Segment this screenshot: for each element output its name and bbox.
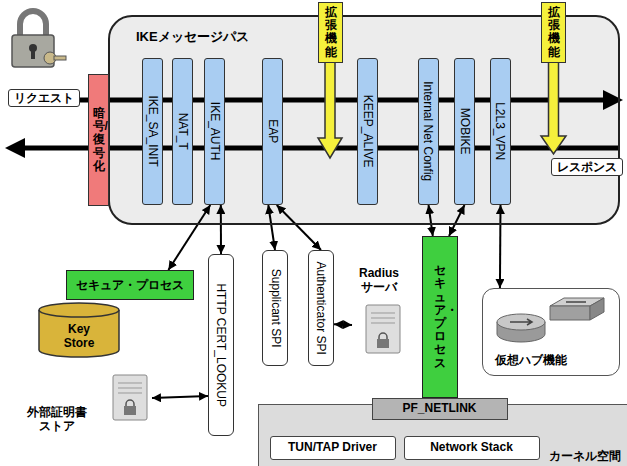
router-icon (497, 314, 545, 342)
bar-label: IKE_AUTH (207, 102, 221, 161)
key-store-cylinder: Key Store (38, 302, 120, 358)
box-label: HTTP CERT_LOOKUP (214, 283, 228, 407)
kernel-space-region: カーネル空間 PF_NETLINK TUN/TAP Driver Network St… (258, 404, 627, 466)
crypto-bar: 暗号/復号化 (88, 74, 109, 206)
process-bar: IKE_SA_INIT (142, 58, 163, 205)
box-label: Authenticator SPI (314, 261, 328, 354)
radius-server: Radius サーバ (352, 266, 406, 358)
connector-arrow (334, 323, 352, 326)
server-icon (113, 375, 147, 420)
lookup-box: HTTP CERT_LOOKUP (208, 254, 234, 436)
connector-arrow (499, 205, 502, 288)
extension-box: 拡張機能 (318, 2, 343, 63)
hub-label: 仮想ハブ機能 (495, 353, 567, 367)
connector-arrow (152, 396, 208, 398)
bar-label: Internal Net Config (421, 81, 435, 181)
process-bar: IKE_AUTH (204, 58, 225, 205)
cert-store-server: 外部証明書ストア (25, 375, 152, 445)
process-label: セキュア・プロセス (76, 278, 184, 292)
request-tag: リクエスト (8, 89, 80, 107)
region-heading: IKEメッセージパス (136, 29, 249, 45)
cylinder-rim (39, 310, 119, 317)
connector-arrow (268, 205, 275, 250)
server-label: Radius サーバ (352, 266, 406, 295)
server-icon (366, 305, 400, 353)
process-bar: KEEP_ALIVE (357, 58, 378, 205)
process-label: セキュア・プロセス (434, 264, 446, 370)
extension-box: 拡張機能 (541, 2, 566, 63)
bar-label: EAP (265, 119, 279, 143)
region-heading: カーネル空間 (549, 449, 621, 463)
connector-arrow (429, 205, 433, 236)
extension-arrow (541, 60, 566, 154)
switch-icon (550, 298, 604, 320)
connector-arrow (168, 205, 210, 270)
secure-process-box: セキュア・プロセス (66, 270, 194, 300)
process-bar: Internal Net Config (418, 58, 439, 205)
response-tag: レスポンス (551, 158, 623, 176)
process-bar: EAP (262, 58, 283, 205)
tag-label: レスポンス (557, 160, 617, 174)
extension-arrow (318, 60, 342, 158)
box-label: PF_NETLINK (402, 401, 476, 415)
box-label: TUN/TAP Driver (288, 440, 377, 454)
bar-label: NAT_T (175, 113, 189, 150)
secure-process-box: セキュア・プロセス (422, 236, 458, 398)
connector-arrow (449, 205, 465, 236)
netlink-box: PF_NETLINK (372, 398, 508, 420)
bar-label: L2L3_VPN (493, 102, 507, 160)
bar-label: MOBIKE (457, 108, 471, 155)
cylinder-body (39, 303, 119, 357)
padlock-icon (12, 11, 66, 67)
connector-arrow (277, 205, 321, 250)
bar-label: IKE_SA_INIT (145, 96, 159, 167)
virtual-hub-box: 仮想ハブ機能 (482, 288, 620, 376)
crypto-label: 暗号/復号化 (93, 107, 105, 173)
driver-box: TUN/TAP Driver (270, 436, 396, 460)
extension-label: 拡張機能 (548, 6, 560, 59)
connector-arrow (220, 205, 222, 254)
process-bar: L2L3_VPN (490, 58, 511, 205)
store-label: Key Store (54, 322, 104, 351)
server-label: 外部証明書ストア (25, 405, 89, 434)
spi-box: Authenticator SPI (308, 250, 334, 366)
spi-box: Supplicant SPI (262, 250, 288, 366)
box-label: Supplicant SPI (268, 269, 282, 348)
bar-label: KEEP_ALIVE (360, 95, 374, 168)
process-bar: MOBIKE (454, 58, 475, 205)
process-bar: NAT_T (172, 58, 193, 205)
stack-box: Network Stack (404, 436, 540, 460)
box-label: Network Stack (430, 440, 513, 454)
extension-label: 拡張機能 (325, 6, 337, 59)
tag-label: リクエスト (14, 91, 74, 105)
